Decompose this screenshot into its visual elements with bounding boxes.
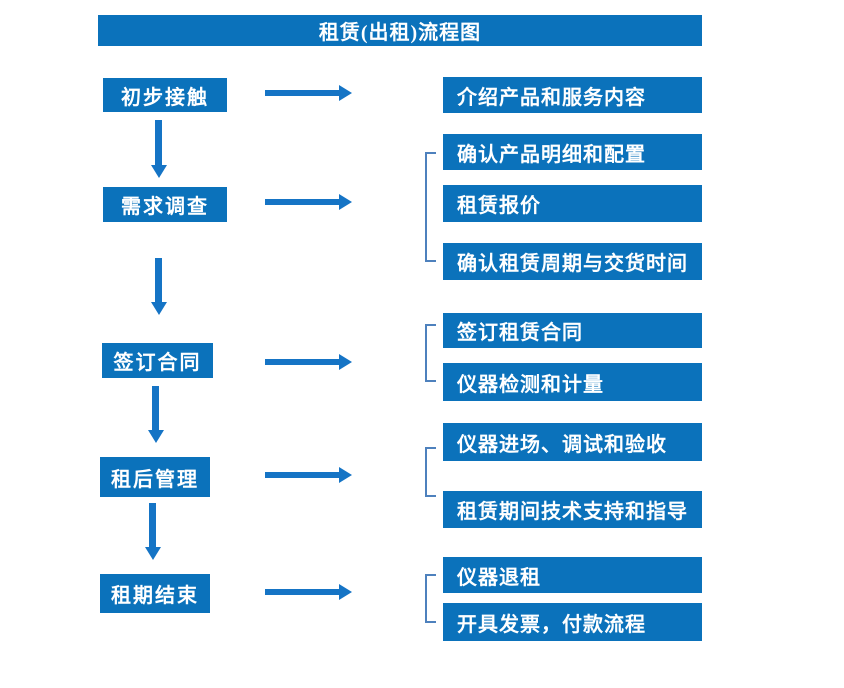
detail-box-instrument-setup-acceptance: 仪器进场、调试和验收	[443, 423, 702, 461]
flowchart-title: 租赁(出租)流程图	[98, 15, 702, 46]
arrow-down-icon	[155, 120, 162, 165]
step-box-demand-survey: 需求调查	[103, 187, 227, 222]
arrow-right-icon	[265, 90, 339, 96]
detail-box-instrument-testing: 仪器检测和计量	[443, 363, 702, 401]
group-bracket-icon	[425, 152, 436, 262]
arrow-down-icon	[149, 503, 156, 547]
arrow-right-icon	[265, 589, 339, 595]
step-box-sign-contract: 签订合同	[102, 343, 213, 378]
detail-box-confirm-product-config: 确认产品明细和配置	[443, 134, 702, 170]
group-bracket-icon	[425, 574, 436, 623]
detail-box-rental-quote: 租赁报价	[443, 185, 702, 222]
step-box-initial-contact: 初步接触	[103, 78, 227, 112]
detail-box-introduce-products: 介绍产品和服务内容	[443, 77, 702, 113]
arrow-right-icon	[265, 472, 339, 478]
detail-box-confirm-period-delivery: 确认租赁周期与交货时间	[443, 243, 702, 280]
arrow-down-icon	[152, 386, 159, 430]
step-box-post-rental-management: 租后管理	[100, 457, 210, 497]
arrow-right-icon	[265, 359, 339, 365]
group-bracket-icon	[425, 447, 436, 497]
step-box-rental-end: 租期结束	[100, 574, 210, 613]
detail-box-invoice-payment: 开具发票，付款流程	[443, 603, 702, 641]
arrow-right-icon	[265, 199, 339, 205]
arrow-down-icon	[155, 258, 162, 302]
group-bracket-icon	[425, 324, 436, 382]
detail-box-instrument-return: 仪器退租	[443, 557, 702, 593]
detail-box-technical-support: 租赁期间技术支持和指导	[443, 491, 702, 528]
detail-box-sign-rental-contract: 签订租赁合同	[443, 313, 702, 348]
